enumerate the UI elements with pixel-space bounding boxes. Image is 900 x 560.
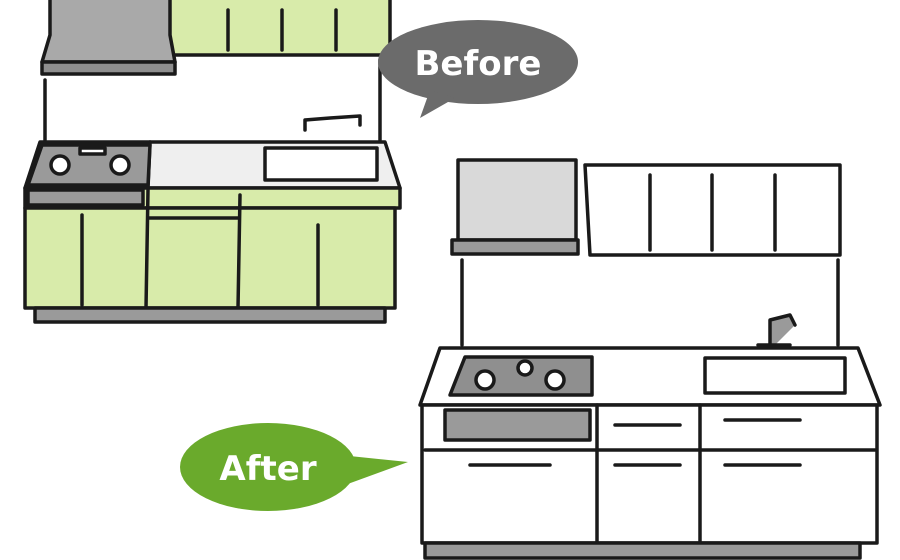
after-speech-bubble: After	[180, 423, 408, 511]
old-stove-panel	[26, 188, 145, 207]
before-label: Before	[415, 44, 542, 84]
before-speech-bubble: Before	[378, 20, 578, 118]
old-faucet	[303, 114, 362, 132]
new-sink	[703, 356, 847, 395]
old-range-hood	[40, 0, 177, 64]
old-upper-cabinet	[166, 0, 392, 57]
new-stove-panel	[443, 408, 592, 442]
new-range-hood	[456, 158, 578, 242]
new-plinth	[423, 541, 862, 560]
old-plinth	[33, 306, 387, 324]
after-label: After	[219, 449, 316, 489]
after-kitchen	[418, 158, 882, 560]
before-kitchen	[23, 0, 402, 324]
new-faucet	[756, 313, 797, 352]
old-base-cabinets	[23, 206, 397, 310]
old-sink	[263, 146, 379, 182]
